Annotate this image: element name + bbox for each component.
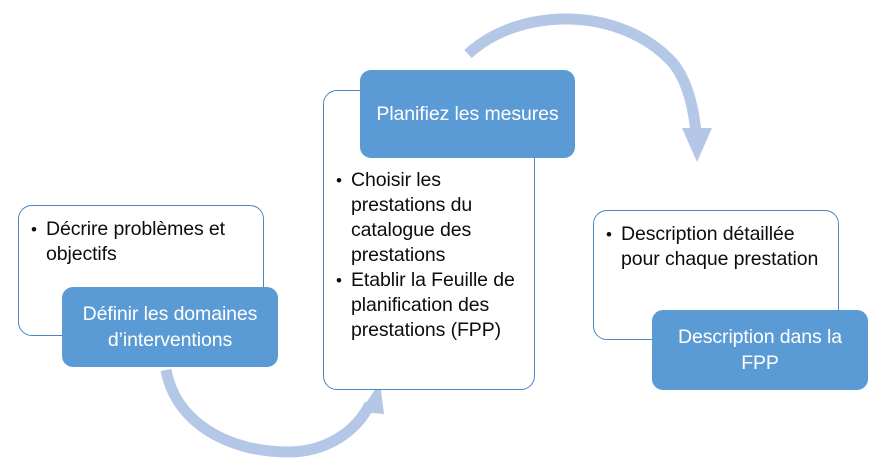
- stage-define-label-box[interactable]: Définir les domaines d’interventions: [62, 287, 278, 367]
- stage-describe-label-box[interactable]: Description dans la FPP: [652, 310, 868, 390]
- stage-plan-label: Planifiez les mesures: [376, 103, 559, 125]
- list-item: Etablir la Feuille de planification des …: [334, 268, 520, 343]
- stage-define-bullet-list: Décrire problèmes et objectifs: [29, 217, 249, 267]
- stage-describe-label: Description dans la FPP: [678, 326, 842, 374]
- list-item: Choisir les prestations du catalogue des…: [334, 168, 520, 268]
- list-item: Description détaillée pour chaque presta…: [604, 222, 824, 272]
- stage-plan-bullet-list: Choisir les prestations du catalogue des…: [334, 168, 520, 343]
- list-item: Décrire problèmes et objectifs: [29, 217, 249, 267]
- stage-describe-bullet-list: Description détaillée pour chaque presta…: [604, 222, 824, 272]
- stage-define-label: Définir les domaines d’interventions: [82, 303, 258, 351]
- stage-plan-label-box[interactable]: Planifiez les mesures: [360, 70, 575, 158]
